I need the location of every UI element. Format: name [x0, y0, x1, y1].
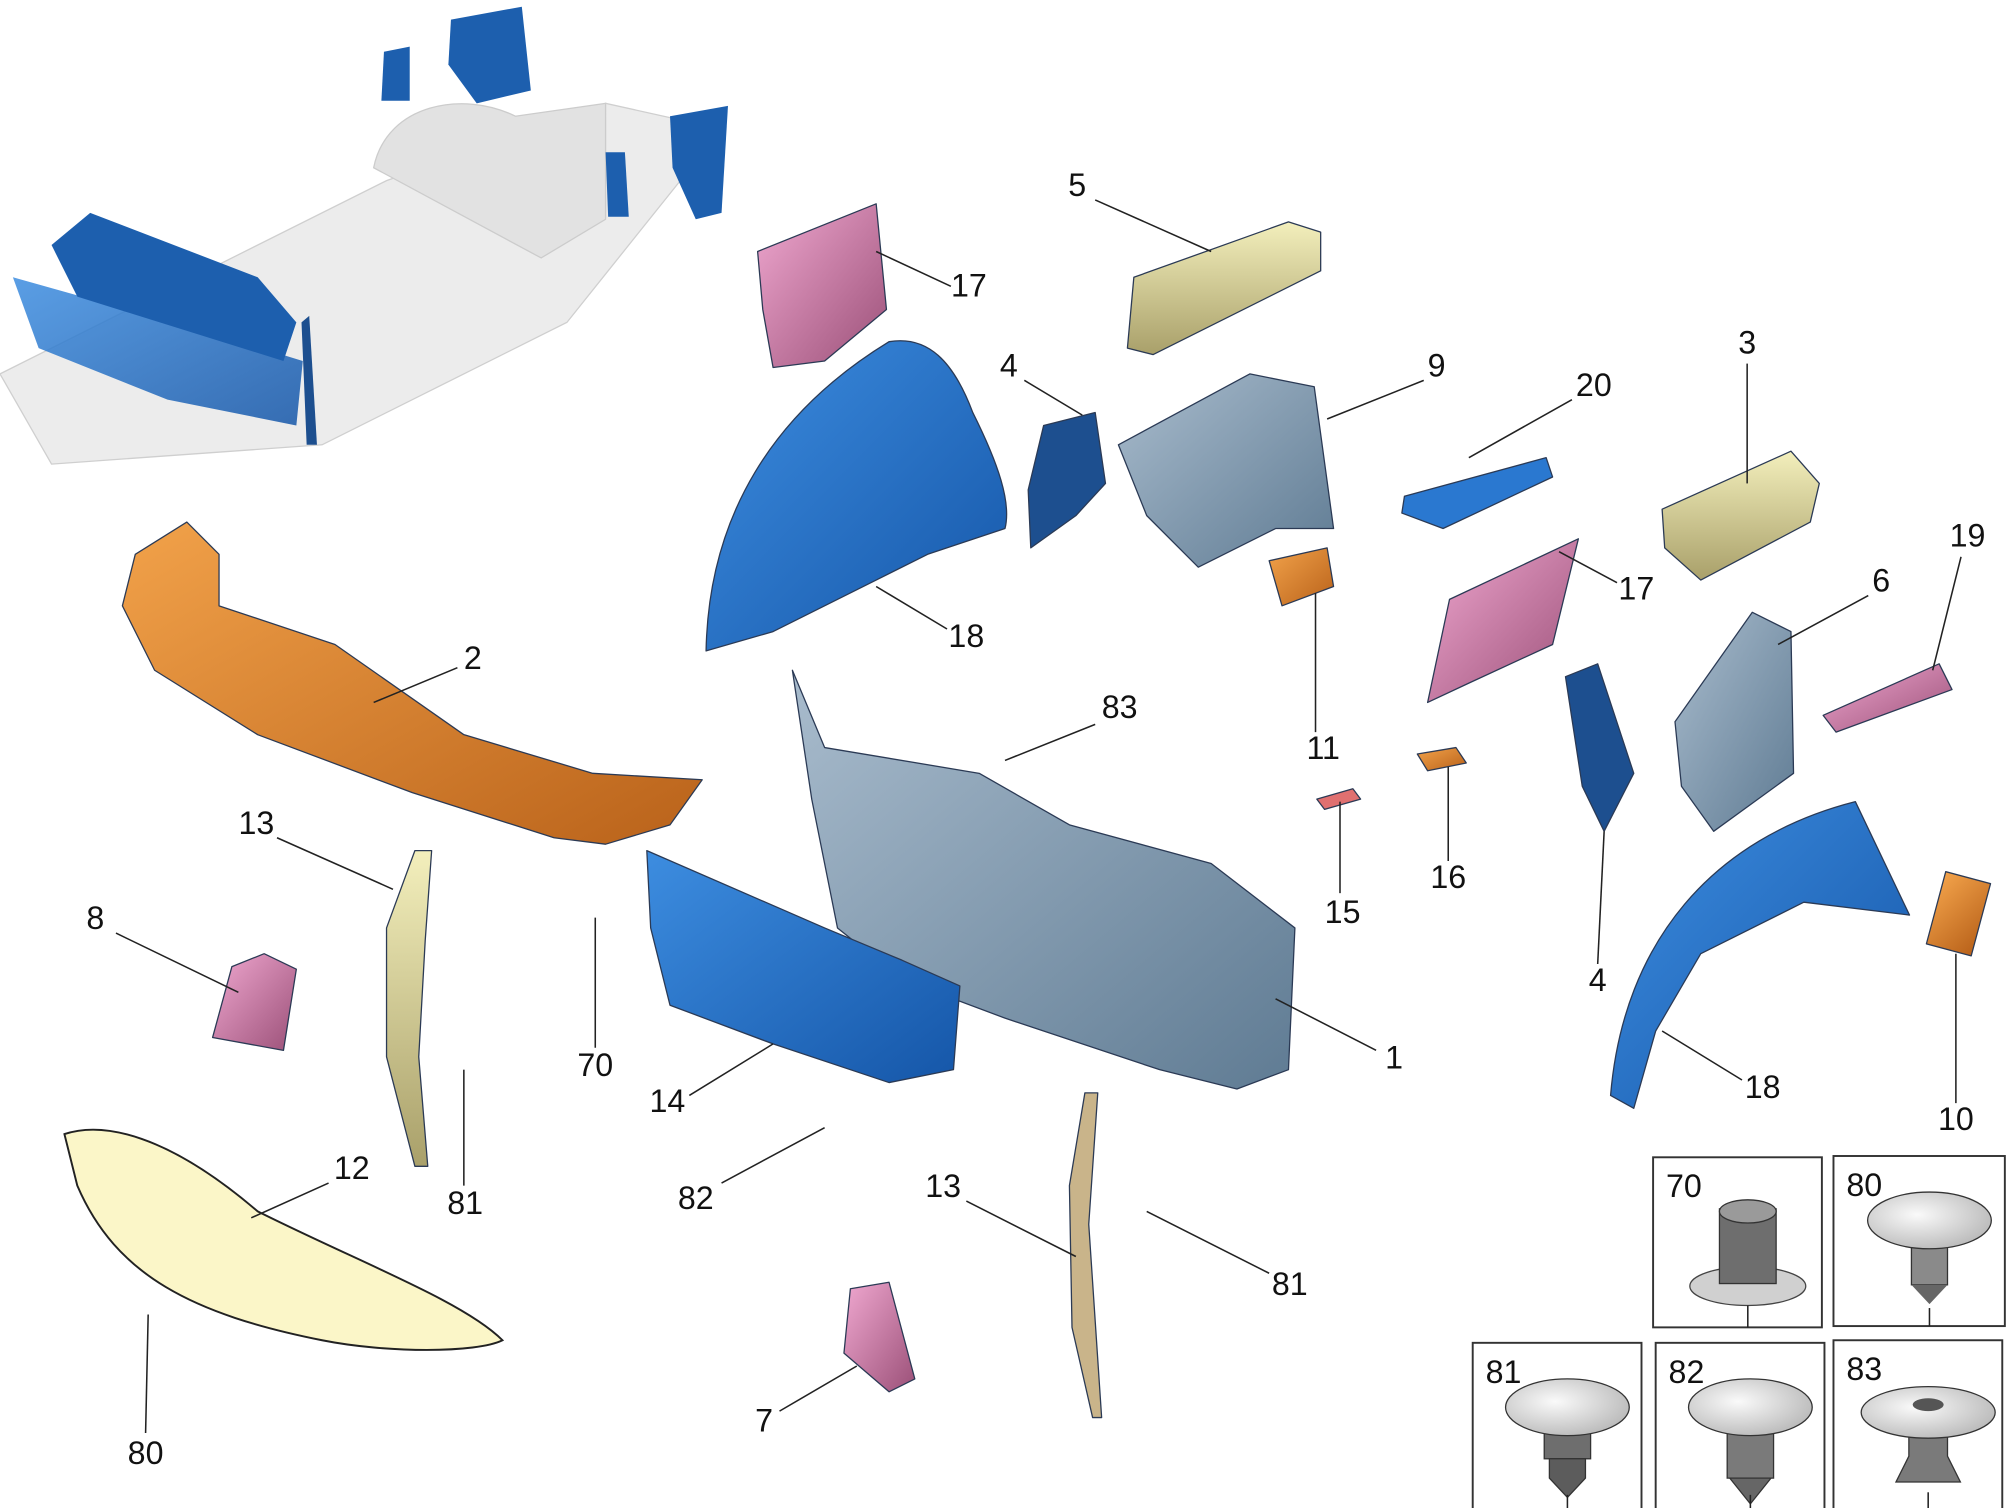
vehicle-overview: [0, 6, 728, 465]
leader-line: [1931, 556, 1962, 671]
callout-label-20: 20: [1576, 367, 1612, 403]
fastener-label: 82: [1669, 1354, 1705, 1390]
part-7-block: [843, 1281, 916, 1393]
hex-nut-icon: [1689, 1199, 1807, 1328]
leader-line: [1146, 1210, 1270, 1274]
part-19-bracket: [1822, 663, 1953, 733]
leader-line: [1275, 998, 1377, 1052]
leader-line: [965, 1200, 1077, 1258]
part-4-trim-right: [1564, 663, 1635, 832]
callout-label-83: 83: [1102, 689, 1138, 725]
callout-label-82: 82: [678, 1180, 714, 1216]
fastener-box-82: 82: [1654, 1341, 1826, 1508]
part-2-cowl: [121, 521, 703, 845]
fastener-box-83: 83: [1832, 1339, 2004, 1508]
fastener-box-80: 80: [1832, 1155, 2006, 1328]
part-13-strip-right: [1068, 1092, 1103, 1419]
callout-label-4: 4: [1589, 962, 1607, 998]
part-16-pad: [1416, 746, 1467, 772]
part-17-bracket: [756, 203, 888, 369]
callout-label-81: 81: [1272, 1266, 1308, 1302]
fastener-label: 83: [1846, 1351, 1882, 1387]
leader-line: [1777, 594, 1869, 646]
callout-label-5: 5: [1068, 167, 1086, 203]
leader-line: [1468, 398, 1573, 459]
part-5-insulation: [1126, 221, 1322, 356]
part-20-bracket: [1401, 457, 1554, 530]
callout-label-3: 3: [1738, 324, 1756, 360]
leader-line: [875, 585, 948, 630]
leader-line: [875, 250, 952, 287]
fastener-box-70: 70: [1652, 1156, 1823, 1329]
part-18-wheel-liner-right: [1609, 801, 1911, 1109]
callout-label-2: 2: [464, 640, 482, 676]
leader-line: [144, 1314, 149, 1434]
part-12-shield: [63, 1128, 505, 1351]
callout-label-12: 12: [334, 1150, 370, 1186]
callout-label-6: 6: [1872, 563, 1890, 599]
leader-line: [1094, 199, 1212, 253]
part-8-block: [211, 953, 297, 1051]
leader-line: [276, 837, 394, 890]
callout-label-8: 8: [86, 900, 104, 936]
leader-line: [1661, 1030, 1743, 1081]
part-14-insulator: [646, 849, 961, 1084]
leader-line: [688, 1043, 774, 1097]
callout-label-80: 80: [128, 1435, 164, 1471]
fastener-label: 70: [1666, 1168, 1702, 1204]
leader-line: [1596, 831, 1605, 965]
callout-label-17: 17: [1618, 570, 1654, 606]
leader-line: [1004, 723, 1096, 762]
part-4-trim: [1027, 411, 1107, 549]
callout-label-16: 16: [1430, 859, 1466, 895]
part-6-panel: [1674, 611, 1795, 832]
callout-label-14: 14: [650, 1083, 686, 1119]
callout-label-18: 18: [948, 618, 984, 654]
part-18-wheel-liner: [705, 340, 1008, 652]
callout-label-11: 11: [1307, 730, 1340, 766]
part-15-pad: [1316, 788, 1362, 811]
fastener-label: 80: [1846, 1167, 1882, 1203]
leader-line: [115, 932, 239, 994]
fastener-box-81: 81: [1471, 1341, 1643, 1508]
callout-label-70: 70: [577, 1047, 613, 1083]
callout-label-18: 18: [1745, 1069, 1781, 1105]
part-13-strip: [385, 849, 433, 1167]
leader-line: [1023, 379, 1083, 416]
callout-label-13: 13: [238, 805, 274, 841]
leader-line: [250, 1182, 329, 1219]
part-3-insulation: [1661, 450, 1820, 581]
push-pin-icon: [1504, 1378, 1630, 1508]
fir-tree-clip-icon: [1866, 1191, 1992, 1327]
callout-label-9: 9: [1428, 347, 1446, 383]
callout-label-4: 4: [1000, 347, 1018, 383]
callout-label-13: 13: [925, 1168, 961, 1204]
callout-label-1: 1: [1385, 1039, 1403, 1075]
part-9-panel: [1117, 373, 1335, 568]
callout-label-15: 15: [1325, 894, 1361, 930]
callout-label-81: 81: [447, 1185, 483, 1221]
screw-clip-icon: [1687, 1378, 1813, 1508]
callout-label-7: 7: [755, 1403, 773, 1439]
fastener-label: 81: [1486, 1354, 1522, 1390]
callout-label-10: 10: [1938, 1101, 1974, 1137]
leader-line: [1326, 379, 1425, 420]
leader-line: [373, 666, 458, 704]
leader-line: [779, 1365, 858, 1412]
callout-label-17: 17: [951, 268, 987, 304]
part-10-bracket: [1925, 871, 1992, 957]
leader-line: [721, 1126, 825, 1184]
part-11-bracket: [1268, 547, 1335, 607]
callout-label-19: 19: [1950, 518, 1986, 554]
part-17-bracket-right: [1426, 538, 1580, 704]
grommet-icon: [1860, 1385, 1996, 1508]
leader-line: [1558, 551, 1618, 584]
